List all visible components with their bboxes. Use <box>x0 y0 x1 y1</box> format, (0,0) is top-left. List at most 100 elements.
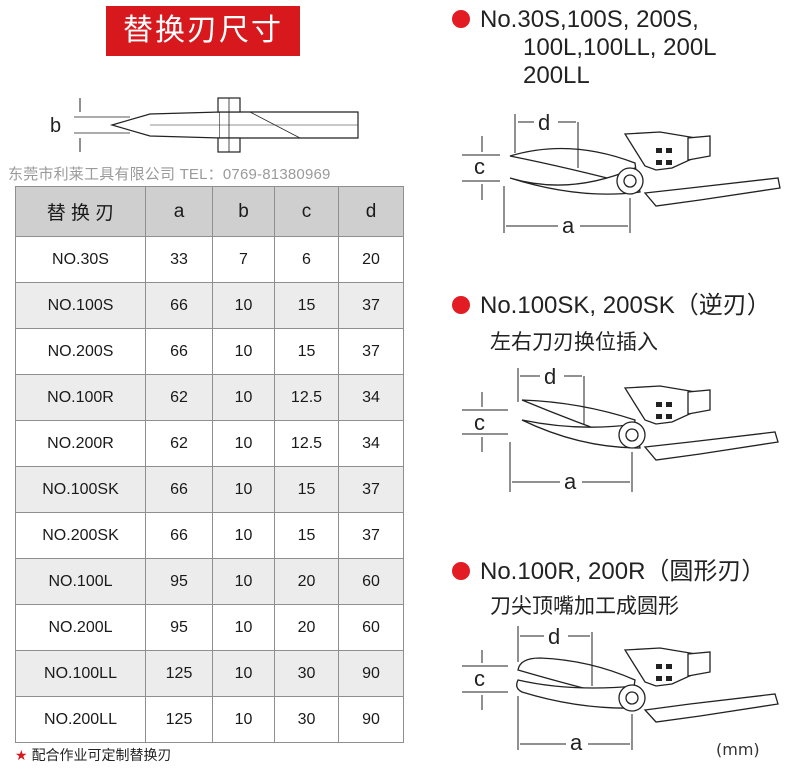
cell-model: NO.100R <box>15 374 146 421</box>
cell-a: 66 <box>145 466 213 513</box>
cell-c: 12.5 <box>274 374 339 421</box>
cell-c: 20 <box>274 558 339 605</box>
cell-a: 66 <box>145 328 213 375</box>
section-3-line-1: No.100R, 200R（圆形刃） <box>480 558 766 585</box>
cell-d: 34 <box>338 420 404 467</box>
dim-a-label: a <box>564 469 577 494</box>
cell-a: 125 <box>145 696 213 743</box>
cell-b: 10 <box>212 604 275 651</box>
scissor-diagram-reverse: d c a <box>462 364 779 494</box>
header-a: a <box>145 186 213 237</box>
cell-c: 12.5 <box>274 420 339 467</box>
cell-model: NO.200S <box>15 328 146 375</box>
cell-model: NO.100LL <box>15 650 146 697</box>
cell-a: 62 <box>145 420 213 467</box>
custom-blade-note: ★配合作业可定制替换刃 <box>15 745 172 765</box>
header-c: c <box>274 186 339 237</box>
blade-side-view-drawing: b <box>50 97 359 153</box>
cell-a: 95 <box>145 558 213 605</box>
unit-label: (mm) <box>716 740 760 759</box>
cell-model: NO.200R <box>15 420 146 467</box>
section-1-heading: No.30S,100S, 200S, 100L,100LL, 200L 200L… <box>452 6 717 90</box>
section-3-subtitle: 刀尖顶嘴加工成圆形 <box>490 594 679 618</box>
page-title: 替换刃尺寸 <box>106 6 300 56</box>
cell-model: NO.200SK <box>15 512 146 559</box>
cell-a: 95 <box>145 604 213 651</box>
cell-d: 20 <box>338 236 404 283</box>
dim-a-label: a <box>570 730 583 754</box>
dim-d-label: d <box>548 624 560 649</box>
bullet-dot-icon <box>452 10 470 28</box>
cell-c: 15 <box>274 512 339 559</box>
cell-b: 10 <box>212 650 275 697</box>
cell-c: 15 <box>274 466 339 513</box>
dim-d-label: d <box>544 364 556 389</box>
cell-model: NO.200LL <box>15 696 146 743</box>
cell-d: 37 <box>338 512 404 559</box>
cell-d: 60 <box>338 604 404 651</box>
cell-model: NO.200L <box>15 604 146 651</box>
cell-b: 10 <box>212 374 275 421</box>
cell-model: NO.30S <box>15 236 146 283</box>
cell-a: 33 <box>145 236 213 283</box>
cell-b: 10 <box>212 512 275 559</box>
cell-b: 10 <box>212 328 275 375</box>
cell-model: NO.100S <box>15 282 146 329</box>
section-2-heading: No.100SK, 200SK（逆刃） <box>452 292 771 320</box>
header-b: b <box>212 186 275 237</box>
cell-d: 37 <box>338 328 404 375</box>
cell-d: 37 <box>338 282 404 329</box>
section-1-line-1: No.30S,100S, 200S, <box>480 6 699 33</box>
cell-c: 30 <box>274 650 339 697</box>
cell-b: 7 <box>212 236 275 283</box>
dim-a-label: a <box>562 213 575 238</box>
cell-c: 6 <box>274 236 339 283</box>
cell-model: NO.100SK <box>15 466 146 513</box>
dim-c-label: c <box>474 154 485 179</box>
company-watermark: 东莞市利莱工具有限公司 TEL：0769-81380969 <box>8 166 331 183</box>
section-2-line-1: No.100SK, 200SK（逆刃） <box>480 292 771 319</box>
cell-a: 125 <box>145 650 213 697</box>
header-d: d <box>338 186 404 237</box>
cell-d: 60 <box>338 558 404 605</box>
section-3-heading: No.100R, 200R（圆形刃） <box>452 558 765 586</box>
cell-c: 15 <box>274 282 339 329</box>
cell-b: 10 <box>212 558 275 605</box>
cell-a: 66 <box>145 512 213 559</box>
cell-d: 34 <box>338 374 404 421</box>
cell-model: NO.100L <box>15 558 146 605</box>
bullet-dot-icon <box>452 562 470 580</box>
cell-b: 10 <box>212 466 275 513</box>
cell-c: 15 <box>274 328 339 375</box>
header-blade-model: 替 换 刃 <box>15 186 146 237</box>
cell-b: 10 <box>212 420 275 467</box>
cell-b: 10 <box>212 282 275 329</box>
dim-d-label: d <box>538 110 550 135</box>
dim-c-label: c <box>474 410 485 435</box>
cell-a: 66 <box>145 282 213 329</box>
cell-d: 90 <box>338 650 404 697</box>
cell-d: 37 <box>338 466 404 513</box>
cell-b: 10 <box>212 696 275 743</box>
section-2-subtitle: 左右刀刃换位插入 <box>490 330 658 354</box>
cell-a: 62 <box>145 374 213 421</box>
cell-c: 20 <box>274 604 339 651</box>
note-text: 配合作业可定制替换刃 <box>31 748 172 764</box>
scissor-diagram-standard: d c a <box>462 110 781 238</box>
cell-d: 90 <box>338 696 404 743</box>
star-icon: ★ <box>15 748 28 764</box>
table-header-row: 替 换 刃 a b c d <box>15 186 404 237</box>
blade-dimension-b-label: b <box>50 115 61 137</box>
section-1-line-2: 100L,100LL, 200L <box>523 34 717 61</box>
bullet-dot-icon <box>452 296 470 314</box>
